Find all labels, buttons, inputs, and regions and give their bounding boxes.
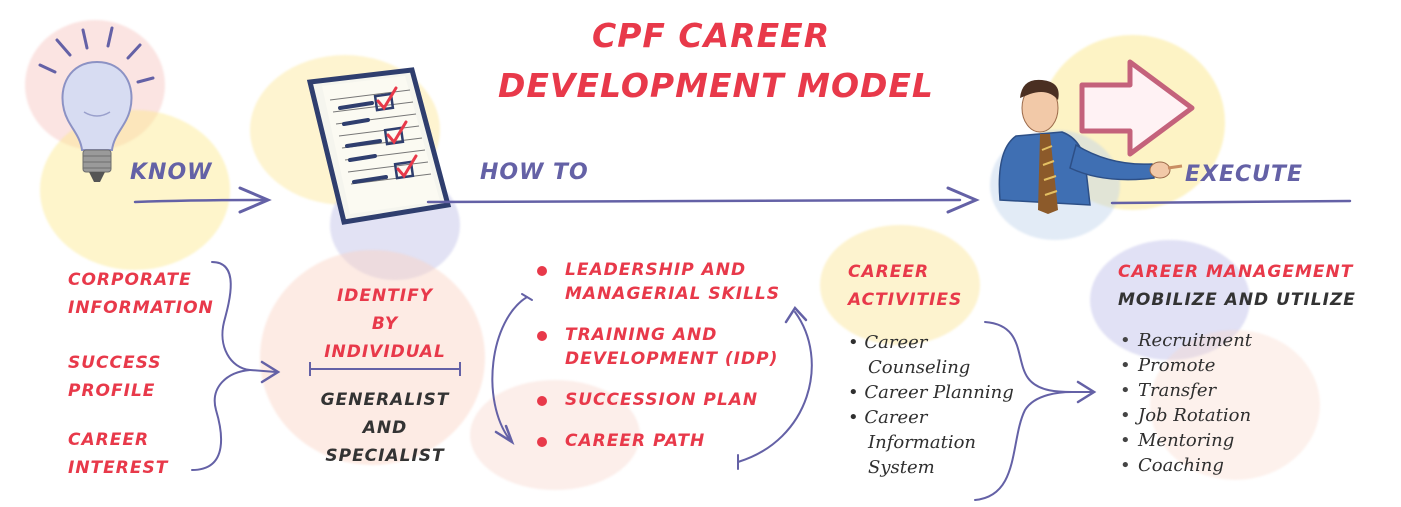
career-management-subheading: MOBILIZE AND UTILIZE [1118,290,1356,310]
watercolor-blob [40,110,230,270]
management-item: Coaching [1118,453,1252,478]
stage-how-to: HOW TO [480,160,589,185]
checklist-icon [306,67,452,225]
management-item: Mentoring [1118,428,1252,453]
bullet-dot [537,331,547,341]
activity-item: System [868,457,935,478]
activity-item: • Career [848,332,928,353]
identify-sub-line: SPECIALIST [325,446,445,466]
watercolor-blob [260,250,485,465]
howto-list: LEADERSHIP AND MANAGERIAL SKILLS TRAININ… [535,258,780,453]
stage-know: KNOW [130,160,213,185]
identify-sub-block: GENERALIST AND SPECIALIST [300,386,470,470]
watercolor-blob [470,380,640,490]
howto-curve-arrow [491,293,533,446]
know-item: CAREER [68,430,150,450]
identify-sub-line: GENERALIST [320,390,450,410]
howto-item-line: MANAGERIAL SKILLS [565,284,780,304]
howto-item-line: DEVELOPMENT (IDP) [565,349,779,369]
know-item: INFORMATION [68,298,214,318]
career-management-list: Recruitment Promote Transfer Job Rotatio… [1118,328,1252,478]
activity-item: • Career [848,407,928,428]
career-activities-list: • Career Counseling • Career Planning • … [848,330,1014,480]
model-title-line2: DEVELOPMENT MODEL [498,66,934,105]
know-item: CORPORATE [68,270,192,290]
identify-block: IDENTIFY BY INDIVIDUAL [300,282,470,366]
light-rays [38,26,155,84]
management-item: Transfer [1118,378,1252,403]
bullet-dot [537,396,547,406]
bullet-dot [537,437,547,447]
activity-item: Information [868,432,977,453]
watercolor-blob [820,225,980,345]
know-item: INTEREST [68,458,169,478]
know-brace [191,261,281,471]
know-item: SUCCESS [68,353,162,373]
bullet-dot [537,266,547,276]
howto-item-succession: SUCCESSION PLAN [535,388,780,412]
management-item: Job Rotation [1118,403,1252,428]
howto-item-career-path: CAREER PATH [535,429,780,453]
career-activities-heading: ACTIVITIES [848,290,963,310]
activities-brace [974,321,1097,501]
activity-item: • Career Planning [848,382,1014,403]
lightbulb-icon [61,60,133,182]
identify-heading-line: IDENTIFY [336,286,434,306]
howto-item-leadership: LEADERSHIP AND MANAGERIAL SKILLS [535,258,780,306]
howto-item-line: SUCCESSION PLAN [565,390,759,410]
identify-heading-line: INDIVIDUAL [324,342,446,362]
know-item: PROFILE [68,381,156,401]
identify-heading-line: BY [371,314,399,334]
career-management-heading: CAREER MANAGEMENT [1118,262,1354,282]
management-item: Recruitment [1118,328,1252,353]
career-activities-heading: CAREER [848,262,930,282]
stage-execute: EXECUTE [1185,162,1304,187]
howto-item-line: TRAINING AND [565,325,718,345]
howto-item-training: TRAINING AND DEVELOPMENT (IDP) [535,323,780,371]
timeline-arrows [133,186,1352,214]
identify-divider [309,362,461,376]
model-title-line1: CPF CAREER [592,16,831,55]
presenter-icon [998,79,1183,214]
activity-item: Counseling [868,357,971,378]
howto-item-line: CAREER PATH [565,431,706,451]
arrow-sign-icon [1079,59,1195,157]
identify-sub-line: AND [362,418,408,438]
management-item: Promote [1118,353,1252,378]
howto-item-line: LEADERSHIP AND [565,260,747,280]
career-path-loop-arrow [737,305,813,470]
